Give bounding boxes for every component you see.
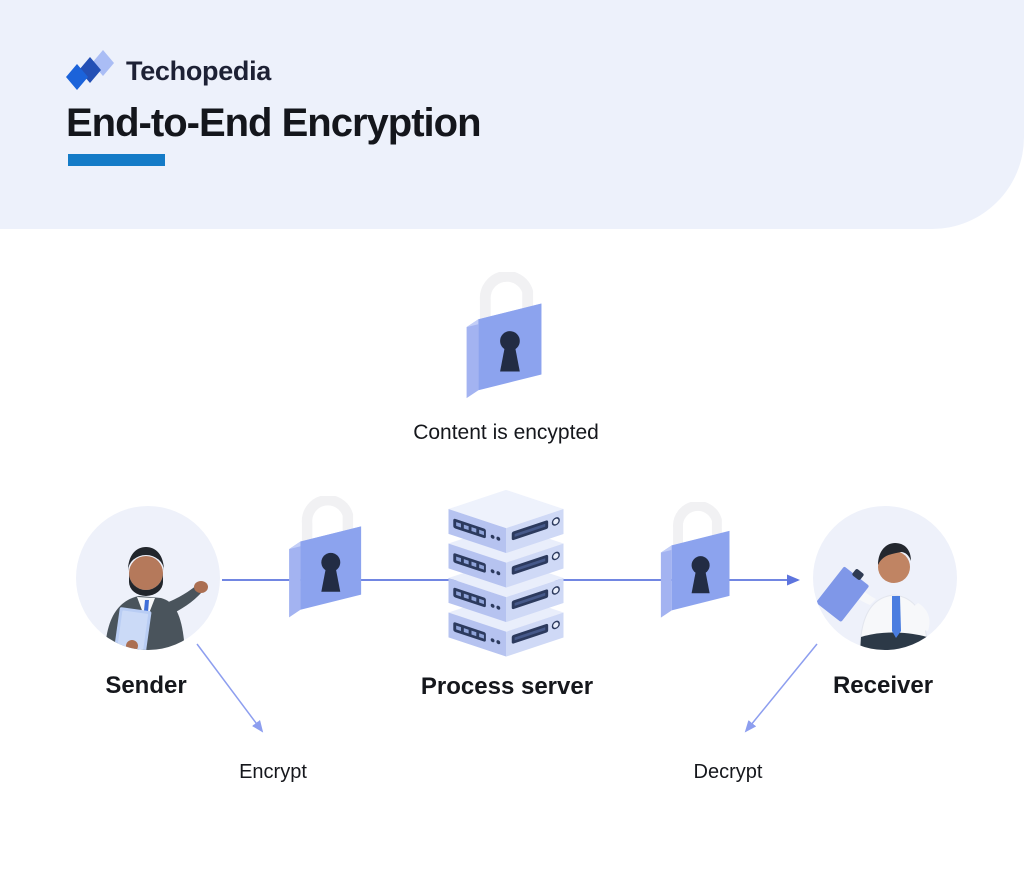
receiver-illustration (813, 506, 957, 650)
content-encrypted-label: Content is encypted (413, 421, 599, 444)
content-padlock-icon (458, 272, 554, 404)
header-band: Techopedia End-to-End Encryption (0, 0, 1024, 229)
brand-name: Techopedia (126, 55, 272, 86)
encrypt-padlock-icon (281, 496, 373, 623)
sender-label: Sender (105, 672, 187, 699)
page-title: End-to-End Encryption (66, 101, 482, 145)
decrypt-padlock-icon (653, 502, 741, 623)
process-server-icon (448, 489, 564, 657)
encrypt-label: Encrypt (239, 761, 307, 783)
decrypt-label: Decrypt (693, 761, 763, 783)
title-accent-bar (68, 154, 165, 166)
decrypt-arrow (744, 643, 818, 733)
receiver-label: Receiver (832, 672, 934, 699)
techopedia-logo-icon (66, 50, 114, 90)
encrypt-arrow (196, 643, 264, 733)
brand-logo: Techopedia (66, 50, 271, 92)
sender-illustration (76, 506, 220, 650)
server-unit (448, 489, 564, 554)
process-server-label: Process server (420, 673, 594, 700)
